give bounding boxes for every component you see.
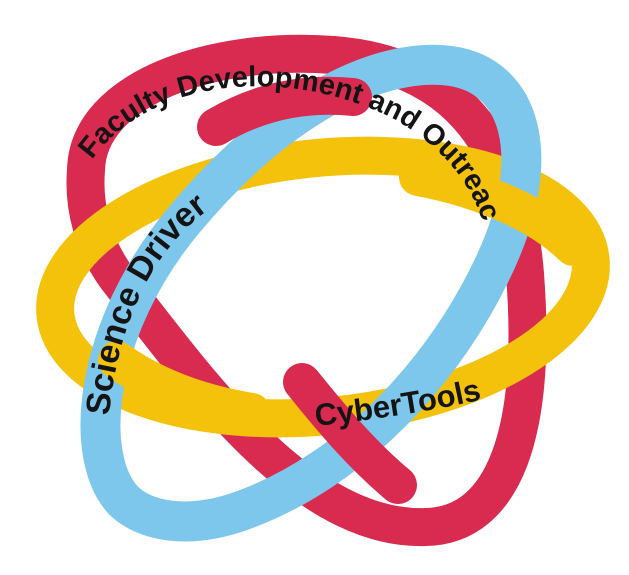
faculty-ring-upper-overlap — [197, 76, 372, 146]
faculty-ring-lower-overlap — [283, 363, 417, 504]
crimson-ring-front-segments — [197, 76, 417, 504]
science-drivers-ring — [80, 44, 542, 542]
cybertools-ring-left-overlap — [98, 341, 271, 431]
cybertools-ring-right-overlap — [399, 158, 592, 266]
gold-ring-front-segments — [98, 158, 592, 431]
sky-ring — [80, 44, 542, 542]
